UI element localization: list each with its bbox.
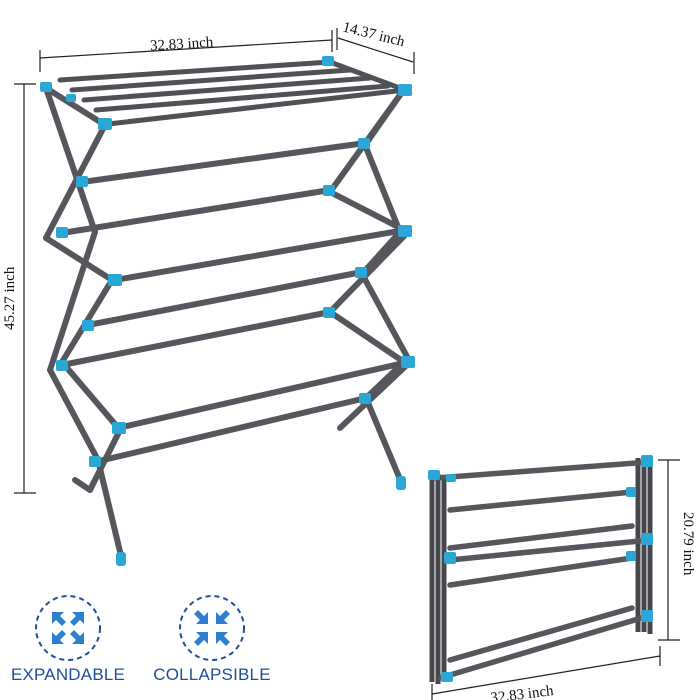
dimension-height-label: 45.27 inch xyxy=(2,266,18,330)
dimension-folded-width-label: 32.83 inch xyxy=(490,683,555,700)
dimension-depth-label: 14.37 inch xyxy=(341,19,407,50)
dimension-width-label: 32.83 inch xyxy=(150,35,215,55)
expanded-drying-rack xyxy=(40,56,415,566)
expandable-badge: EXPANDABLE xyxy=(11,595,125,684)
expand-arrows-icon xyxy=(52,612,84,644)
collapsible-badge: COLLAPSIBLE xyxy=(153,595,271,684)
dimension-folded-height: 20.79 inch xyxy=(658,459,696,641)
folded-drying-rack xyxy=(428,455,653,684)
dimension-depth-top: 14.37 inch xyxy=(336,19,415,74)
dimension-folded-height-label: 20.79 inch xyxy=(680,512,696,576)
collapse-arrows-icon xyxy=(194,610,230,646)
dimension-height-left: 45.27 inch xyxy=(2,83,36,494)
collapsible-label: COLLAPSIBLE xyxy=(153,665,270,684)
expandable-label: EXPANDABLE xyxy=(11,665,125,684)
dimension-width-top: 32.83 inch xyxy=(39,30,333,72)
